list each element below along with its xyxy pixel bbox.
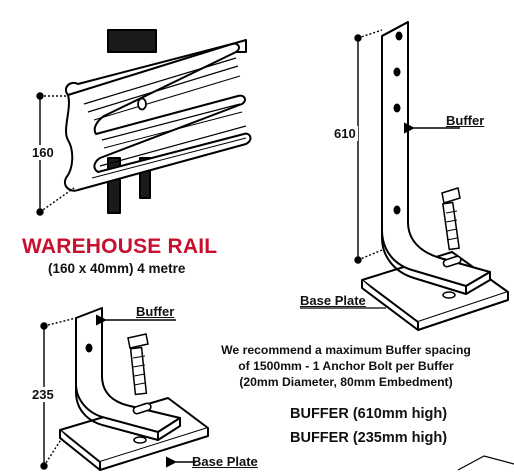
rail-profile (64, 42, 252, 192)
short-buffer-label: Buffer (136, 304, 175, 319)
tall-height-label: 610 (332, 126, 358, 141)
recommendation-line-1: We recommend a maximum Buffer spacing (221, 343, 471, 357)
rail-height-label: 160 (30, 145, 56, 160)
rail-bolt-hole (137, 97, 147, 111)
short-base-plate-label: Base Plate (192, 454, 258, 469)
tall-base-plate-label: Base Plate (300, 293, 366, 308)
short-anchor-bolt (127, 333, 149, 396)
product-line-1: BUFFER (610mm high) (290, 406, 448, 422)
tall-anchor-bolt (441, 187, 461, 251)
tall-buffer-drawing (361, 21, 509, 331)
product-line-2: BUFFER (235mm high) (290, 430, 448, 446)
short-height-label: 235 (30, 387, 56, 402)
tall-buffer-label: Buffer (446, 113, 485, 128)
rail-post (107, 29, 157, 53)
tall-upright (381, 21, 491, 287)
tall-dimension (354, 29, 383, 264)
partial-shape (457, 455, 514, 471)
warehouse-rail-drawing (64, 29, 252, 214)
recommendation-line-3: (20mm Diameter, 80mm Embedment) (239, 375, 453, 389)
short-upright (75, 307, 181, 433)
rail-subtitle: (160 x 40mm) 4 metre (48, 261, 186, 276)
short-buffer-drawing (59, 307, 209, 471)
rail-title: WAREHOUSE RAIL (22, 235, 218, 258)
recommendation-note: We recommend a maximum Buffer spacing of… (176, 342, 514, 390)
recommendation-line-2: of 1500mm - 1 Anchor Bolt per Buffer (238, 359, 454, 373)
